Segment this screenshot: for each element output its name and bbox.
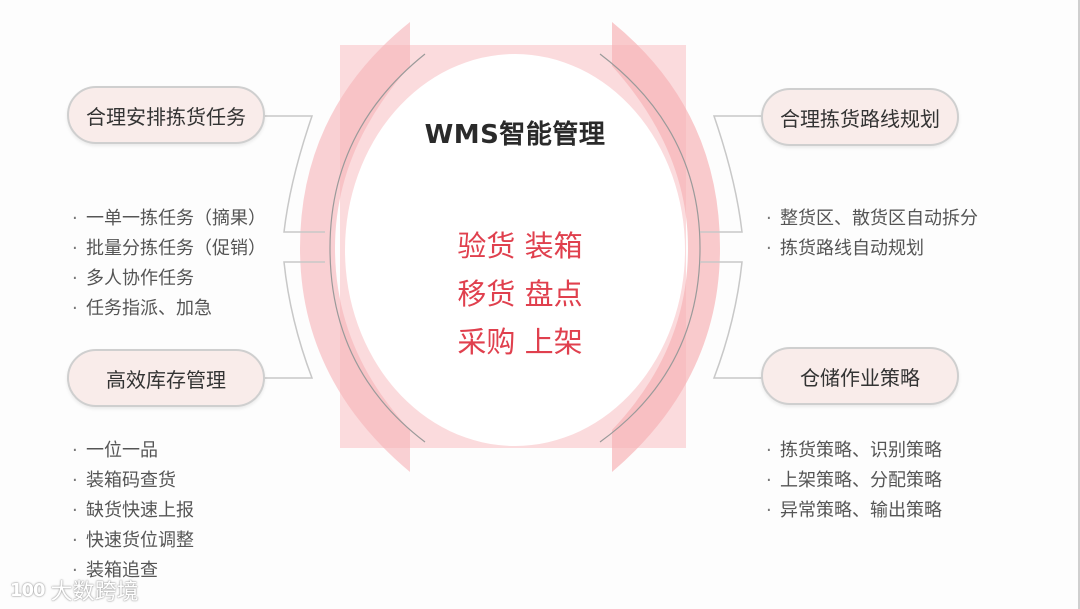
operation-line: 采购 上架: [457, 325, 583, 359]
list-item: 整货区、散货区自动拆分: [766, 204, 978, 234]
right-connectors: [700, 115, 762, 379]
inventory-list: 一位一品 装箱码查货 缺货快速上报 快速货位调整 装箱追查: [72, 436, 194, 586]
left-connectors: [264, 115, 325, 379]
list-item: 装箱码查货: [72, 466, 194, 496]
right-edge-border: [1078, 0, 1080, 609]
node-pill-pick-task: 合理安排拣货任务: [67, 86, 265, 144]
route-planning-list: 整货区、散货区自动拆分 拣货路线自动规划: [766, 204, 978, 264]
watermark-logo-icon: 100: [10, 579, 46, 601]
node-pill-inventory: 高效库存管理: [67, 349, 265, 407]
center-operations: 验货 装箱 移货 盘点 采购 上架: [440, 222, 600, 366]
list-item: 异常策略、输出策略: [766, 496, 942, 526]
list-item: 缺货快速上报: [72, 496, 194, 526]
center-circle: [345, 54, 685, 446]
right-crescent-arrow: [612, 22, 720, 472]
list-item: 拣货策略、识别策略: [766, 436, 942, 466]
watermark-text: 大数跨境: [50, 580, 139, 605]
left-crescent-arrow: [300, 22, 410, 472]
list-item: 批量分拣任务（促销）: [72, 234, 266, 264]
center-title: WMS智能管理: [424, 120, 606, 150]
list-item: 多人协作任务: [72, 264, 266, 294]
list-item: 一位一品: [72, 436, 194, 466]
watermark: 100 大数跨境: [10, 574, 139, 606]
pick-task-list: 一单一拣任务（摘果） 批量分拣任务（促销） 多人协作任务 任务指派、加急: [72, 204, 266, 324]
list-item: 任务指派、加急: [72, 294, 266, 324]
list-item: 一单一拣任务（摘果）: [72, 204, 266, 234]
list-item: 快速货位调整: [72, 526, 194, 556]
left-gray-arc: [329, 53, 426, 443]
operation-line: 移货 盘点: [457, 277, 583, 311]
node-pill-strategy: 仓储作业策略: [761, 347, 959, 405]
operation-line: 验货 装箱: [457, 229, 583, 263]
right-gray-arc: [599, 53, 701, 443]
node-pill-route-planning: 合理拣货路线规划: [761, 88, 959, 146]
list-item: 拣货路线自动规划: [766, 234, 978, 264]
list-item: 装箱追查: [72, 556, 194, 586]
list-item: 上架策略、分配策略: [766, 466, 942, 496]
strategy-list: 拣货策略、识别策略 上架策略、分配策略 异常策略、输出策略: [766, 436, 942, 526]
